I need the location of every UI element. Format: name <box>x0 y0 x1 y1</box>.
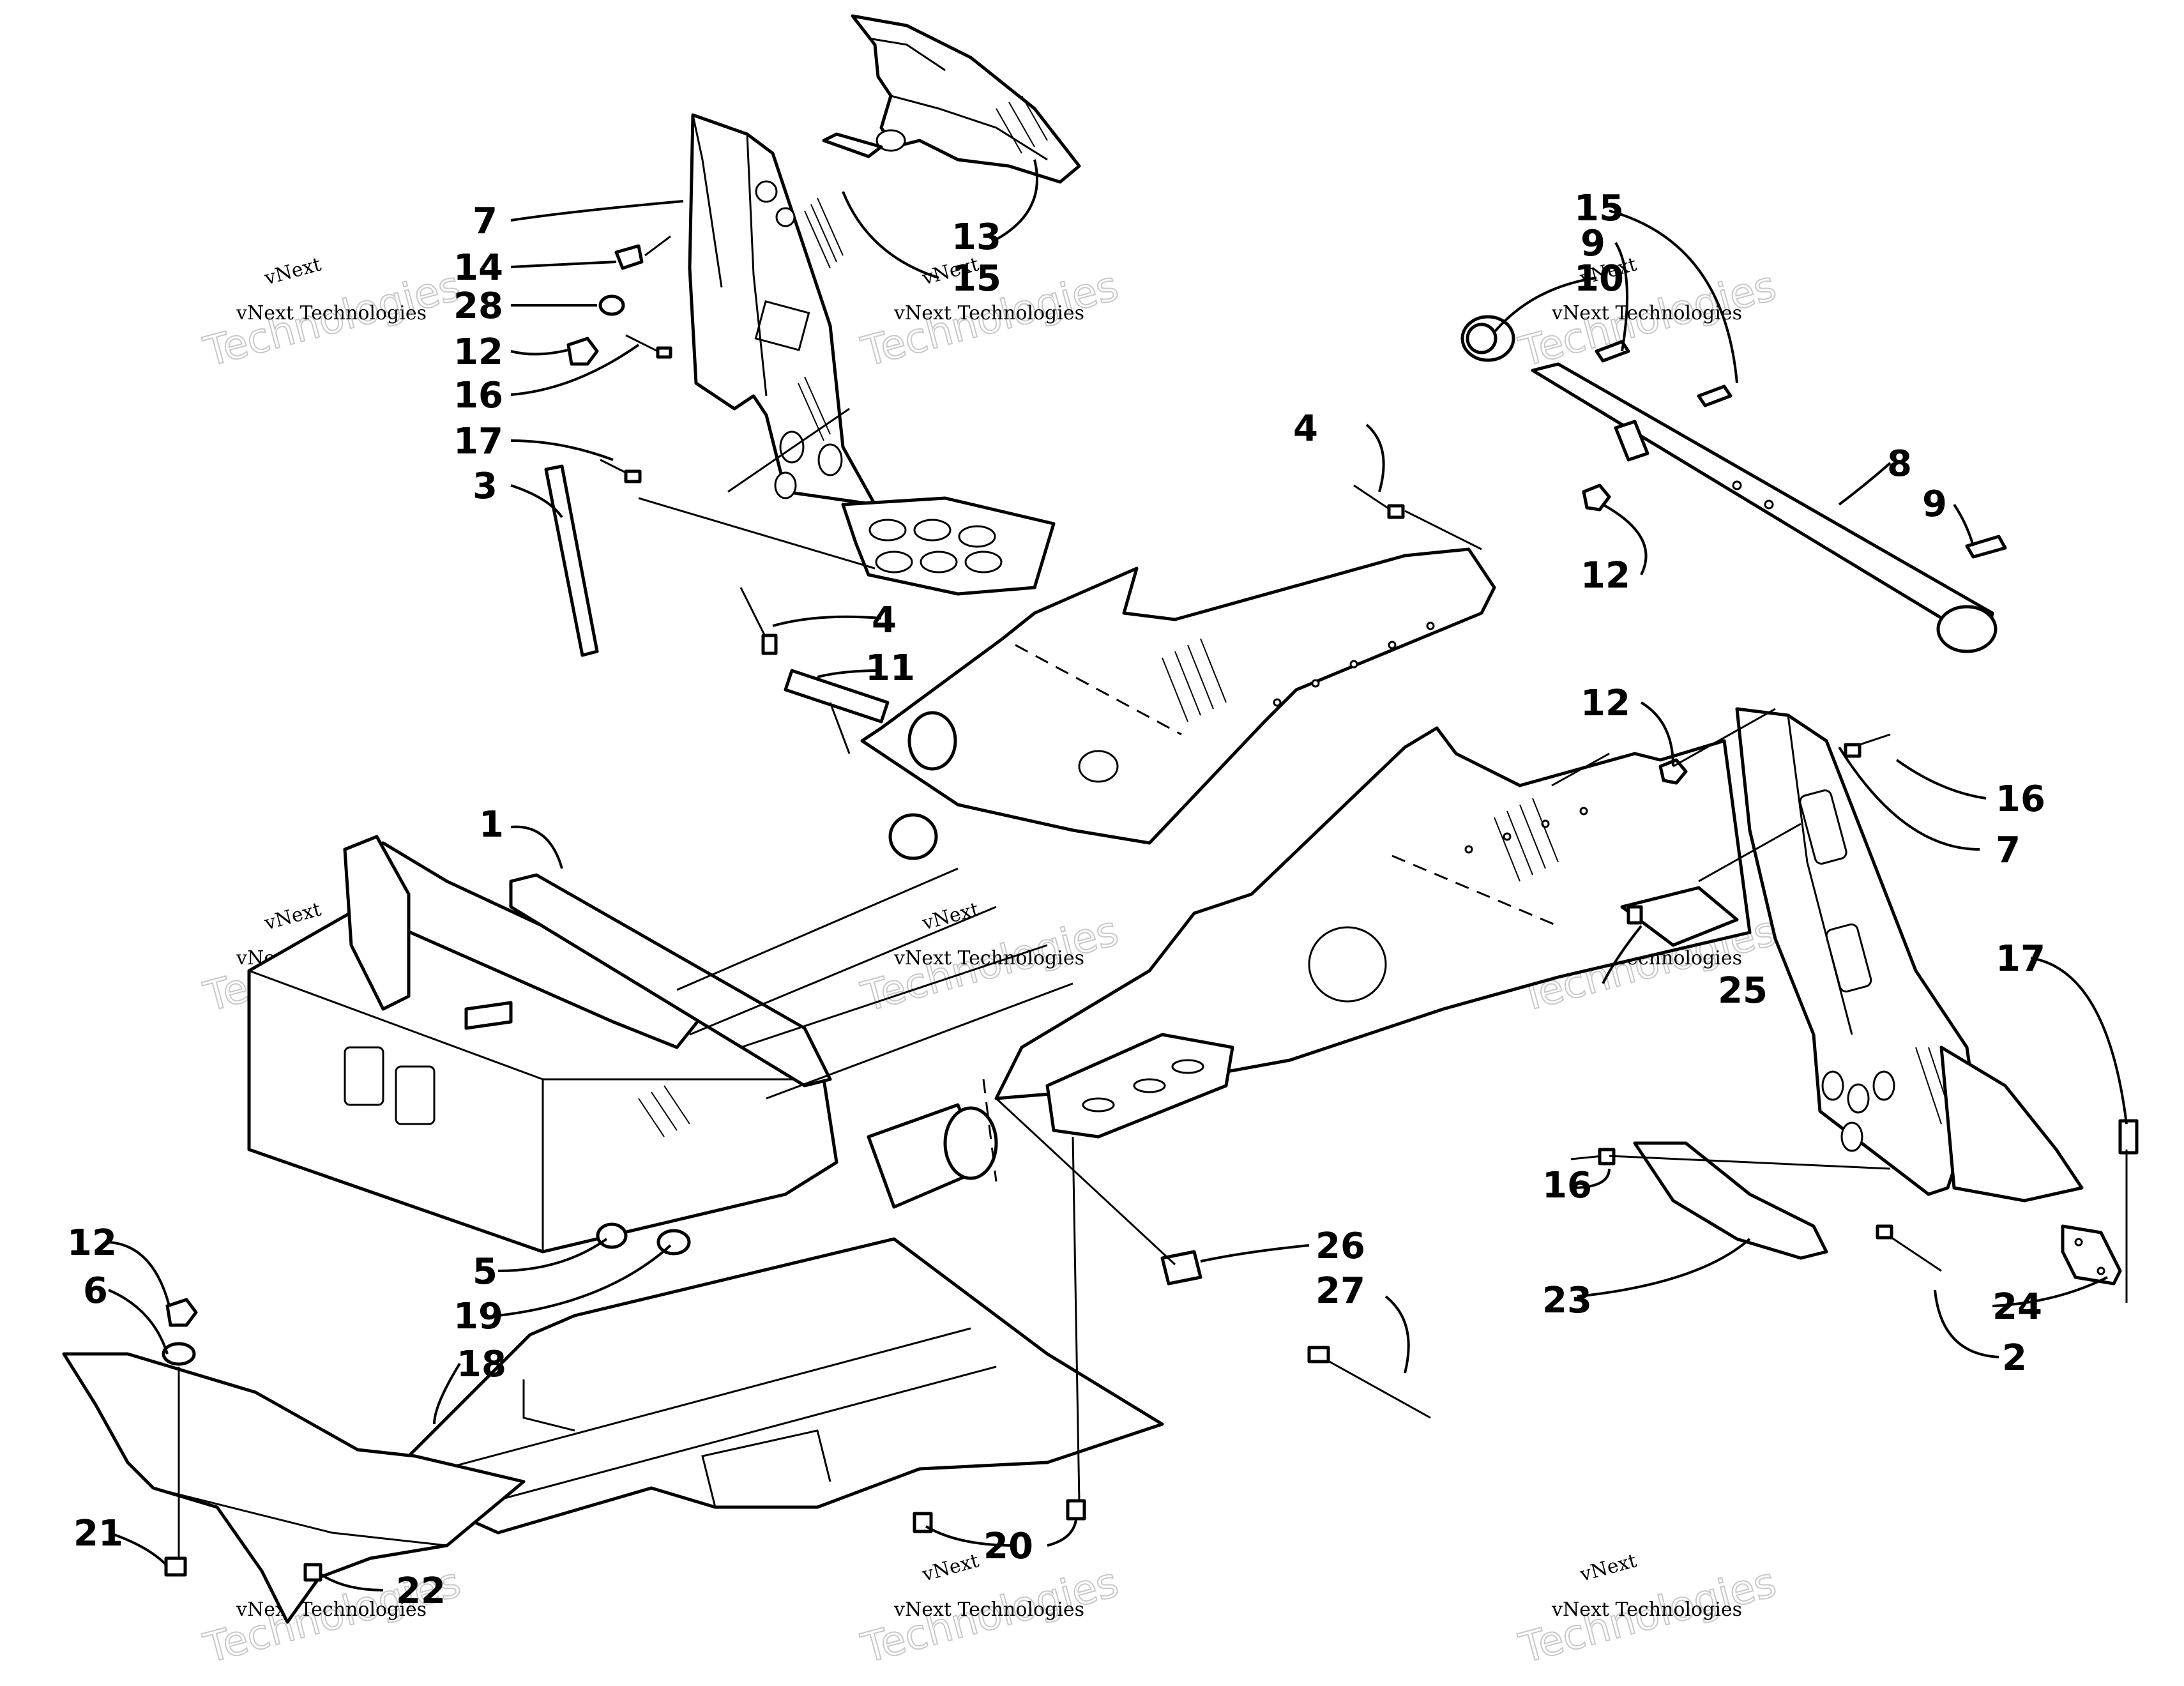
callout-8: 8 <box>1887 443 1912 485</box>
callout-22: 22 <box>396 1570 446 1612</box>
watermark-small: vNext <box>920 1549 982 1586</box>
callout-16: 16 <box>453 375 503 416</box>
callout-13: 13 <box>952 216 1001 258</box>
belly-pan <box>381 1237 1164 1535</box>
callout-12: 12 <box>1581 683 1630 724</box>
callout-4: 4 <box>872 600 897 641</box>
callout-12: 12 <box>1581 555 1630 596</box>
assembly-lines <box>178 407 2128 1558</box>
steering-support-right <box>1735 707 2084 1203</box>
callout-9: 9 <box>1922 483 1947 525</box>
watermark-small: vNext Technologies <box>893 302 1084 324</box>
main-chassis <box>247 547 1752 1254</box>
watermark-small: vNext Technologies <box>1551 1599 1742 1621</box>
callout-9: 9 <box>1581 223 1605 264</box>
callout-5: 5 <box>473 1251 497 1293</box>
callout-26: 26 <box>1316 1226 1365 1267</box>
footrest-plate <box>841 496 1056 596</box>
callout-25: 25 <box>1718 970 1768 1012</box>
callout-24: 24 <box>1992 1286 2042 1328</box>
callout-14: 14 <box>453 247 503 289</box>
small-plate <box>2061 1224 2122 1286</box>
callout-10: 10 <box>1574 258 1624 300</box>
callout-15: 15 <box>1574 188 1624 229</box>
watermark-small: vNext <box>1577 1549 1639 1586</box>
callout-15: 15 <box>952 258 1001 300</box>
callout-7: 7 <box>1996 830 2021 871</box>
watermark-small: vNext <box>262 898 324 934</box>
watermark-small: vNext Technologies <box>893 947 1084 969</box>
callout-17: 17 <box>453 421 503 462</box>
callout-12: 12 <box>453 331 503 373</box>
callout-12: 12 <box>67 1222 117 1264</box>
steering-support-upper <box>688 113 877 506</box>
watermark-small: vNext Technologies <box>236 302 427 324</box>
callout-3: 3 <box>473 466 497 507</box>
small-bracket <box>1620 886 1739 947</box>
callout-1: 1 <box>479 804 504 846</box>
watermark-small: vNext Technologies <box>893 1599 1084 1621</box>
steering-post <box>544 464 599 657</box>
callout-11: 11 <box>865 648 915 689</box>
callout-28: 28 <box>453 285 503 327</box>
callout-6: 6 <box>83 1270 108 1312</box>
callout-18: 18 <box>457 1344 506 1385</box>
callout-16: 16 <box>1996 778 2045 820</box>
callout-labels: 7 14 28 12 16 17 3 13 15 4 11 4 1 15 9 1… <box>67 188 2045 1612</box>
callout-2: 2 <box>2002 1337 2027 1379</box>
watermark-small: vNext Technologies <box>1551 302 1742 324</box>
callout-20: 20 <box>983 1526 1033 1567</box>
callout-27: 27 <box>1316 1270 1365 1312</box>
callout-21: 21 <box>73 1513 123 1554</box>
callout-16: 16 <box>1542 1165 1592 1206</box>
callout-7: 7 <box>473 201 497 242</box>
watermark-small: vNext Technologies <box>236 1599 427 1621</box>
front-shaft <box>1460 315 1998 653</box>
watermark-small: vNext <box>262 253 324 289</box>
callout-17: 17 <box>1996 938 2045 980</box>
callout-23: 23 <box>1542 1280 1592 1321</box>
nose-cone-part <box>851 14 1081 184</box>
side-bracket <box>1633 1141 1828 1260</box>
leader-lines <box>108 159 2128 1591</box>
callout-4: 4 <box>1293 408 1318 450</box>
callout-19: 19 <box>453 1296 503 1337</box>
